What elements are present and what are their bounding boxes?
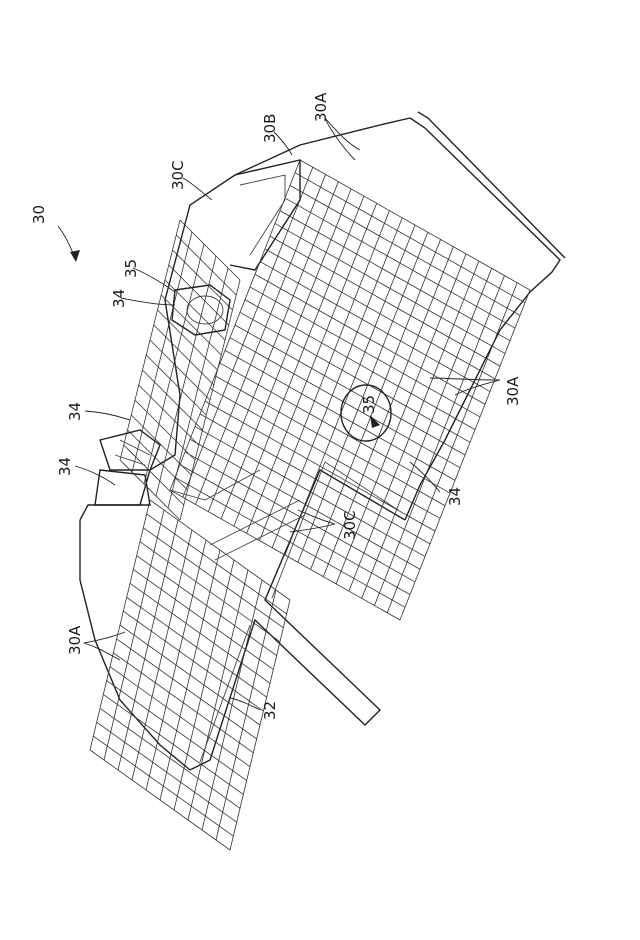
label-34-mid: 34 (66, 402, 84, 421)
arrowhead-icon (70, 250, 80, 262)
label-34-right: 34 (446, 487, 464, 506)
label-35-center: 35 (360, 395, 378, 414)
label-34-upper: 34 (110, 289, 128, 308)
leader-lines (58, 118, 500, 710)
label-30a-left: 30A (66, 625, 84, 655)
reference-labels: 30 30A 30B 30C 35 34 34 34 35 30A 34 30C… (30, 92, 522, 720)
label-32: 32 (261, 701, 279, 720)
label-30a-right: 30A (504, 376, 522, 406)
label-30c-bottom: 30C (341, 510, 359, 540)
label-30: 30 (30, 205, 48, 224)
label-30a-top: 30A (312, 92, 330, 122)
label-30c-top: 30C (169, 160, 187, 190)
label-30b: 30B (261, 114, 279, 143)
label-35-left: 35 (122, 259, 140, 278)
tray-grid (90, 160, 530, 850)
tray-outline (80, 112, 565, 770)
label-34-low: 34 (56, 457, 74, 476)
